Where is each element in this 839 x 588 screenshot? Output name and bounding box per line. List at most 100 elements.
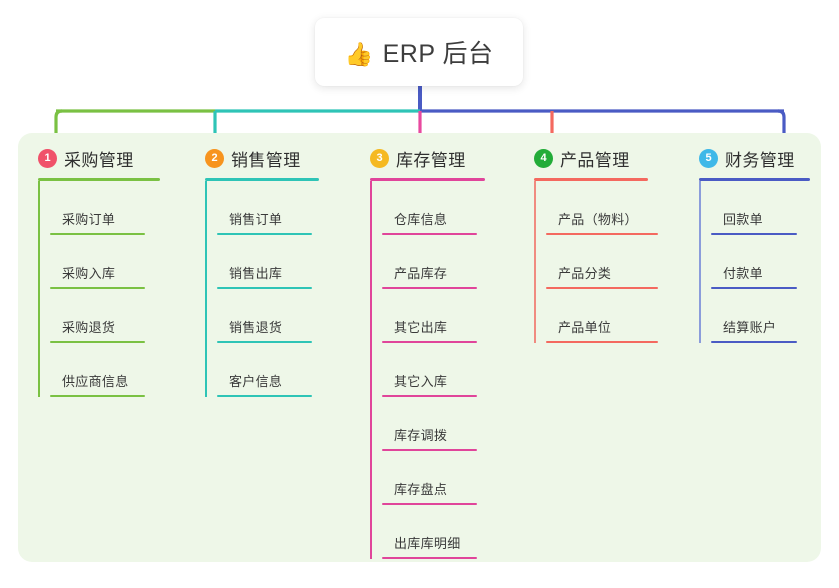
branch-column-4: 4 产品管理产品（物料） 产品分类产品单位 [534, 145, 658, 343]
leaf-item-underline [50, 341, 145, 343]
leaf-item[interactable]: 回款单 [711, 181, 797, 235]
branch-number-badge: 2 [205, 148, 224, 168]
branch-column-3: 3 库存管理仓库信息产品库存其它出库其它入库库存调拨库存盘点出库库明细 [370, 145, 485, 559]
branch-number-badge: 1 [38, 148, 57, 168]
leaf-item-underline [50, 233, 145, 235]
leaf-item[interactable]: 采购订单 [50, 181, 145, 235]
leaf-item[interactable]: 销售退货 [217, 289, 312, 343]
leaf-item-underline [382, 449, 477, 451]
branch-header-3[interactable]: 3 库存管理 [370, 145, 485, 171]
leaf-item-underline [546, 341, 658, 343]
branch-spine [370, 181, 372, 559]
leaf-item-underline [546, 233, 658, 235]
leaf-item[interactable]: 结算账户 [711, 289, 797, 343]
leaf-item-underline [217, 287, 312, 289]
leaf-item[interactable]: 供应商信息 [50, 343, 145, 397]
branch-underline [370, 178, 485, 181]
leaf-item-label: 仓库信息 [394, 212, 448, 227]
leaf-item-label: 产品单位 [558, 320, 612, 335]
leaf-item-label: 付款单 [723, 266, 763, 281]
branch-spine [38, 181, 40, 397]
root-title-text: ERP 后台 [382, 40, 494, 68]
branch-header-4[interactable]: 4 产品管理 [534, 145, 658, 171]
leaf-item-label: 回款单 [723, 212, 763, 227]
branch-title: 销售管理 [231, 150, 301, 170]
leaf-item-underline [711, 287, 797, 289]
leaf-item[interactable]: 付款单 [711, 235, 797, 289]
leaf-item-label: 销售订单 [229, 212, 283, 227]
leaf-item-underline [546, 287, 658, 289]
root-node-label: 👍 ERP 后台 [344, 34, 493, 70]
branch-underline [534, 178, 648, 181]
leaf-item-underline [382, 395, 477, 397]
branch-number-badge: 3 [370, 148, 389, 168]
leaf-item-label: 销售出库 [229, 266, 283, 281]
leaf-item-label: 产品（物料） [558, 212, 638, 227]
branch-title: 产品管理 [560, 150, 630, 170]
leaf-item-underline [711, 341, 797, 343]
branch-spine [205, 181, 207, 397]
branch-header-2[interactable]: 2 销售管理 [205, 145, 319, 171]
leaf-item-label: 销售退货 [229, 320, 283, 335]
leaf-item-underline [711, 233, 797, 235]
branch-column-1: 1 采购管理采购订单采购入库采购退货供应商信息 [38, 145, 160, 397]
leaf-item-underline [50, 395, 145, 397]
branch-leaf-list: 销售订单销售出库销售退货客户信息 [205, 181, 312, 397]
branch-title: 库存管理 [396, 150, 466, 170]
leaf-item-underline [382, 341, 477, 343]
leaf-item-underline [50, 287, 145, 289]
leaf-item-label: 采购入库 [62, 266, 116, 281]
leaf-item[interactable]: 产品（物料） [546, 181, 658, 235]
leaf-item[interactable]: 采购退货 [50, 289, 145, 343]
diagram-panel [18, 133, 821, 562]
leaf-item-label: 出库库明细 [394, 536, 461, 551]
branch-underline [205, 178, 319, 181]
leaf-item-label: 采购订单 [62, 212, 116, 227]
leaf-item-label: 客户信息 [229, 374, 283, 389]
branch-title: 财务管理 [725, 150, 795, 170]
leaf-item[interactable]: 产品分类 [546, 235, 658, 289]
branch-underline [699, 178, 810, 181]
branch-header-1[interactable]: 1 采购管理 [38, 145, 160, 171]
leaf-item[interactable]: 销售订单 [217, 181, 312, 235]
leaf-item[interactable]: 库存调拨 [382, 397, 477, 451]
leaf-item[interactable]: 库存盘点 [382, 451, 477, 505]
leaf-item[interactable]: 采购入库 [50, 235, 145, 289]
leaf-item-underline [382, 503, 477, 505]
leaf-item-label: 其它出库 [394, 320, 448, 335]
leaf-item-label: 产品分类 [558, 266, 612, 281]
leaf-item-underline [217, 341, 312, 343]
leaf-item[interactable]: 其它入库 [382, 343, 477, 397]
leaf-item[interactable]: 仓库信息 [382, 181, 477, 235]
leaf-item-underline [217, 395, 312, 397]
leaf-item-label: 采购退货 [62, 320, 116, 335]
leaf-item[interactable]: 销售出库 [217, 235, 312, 289]
branch-title: 采购管理 [64, 150, 134, 170]
leaf-item-label: 其它入库 [394, 374, 448, 389]
branch-leaf-list: 采购订单采购入库采购退货供应商信息 [38, 181, 145, 397]
leaf-item-label: 库存盘点 [394, 482, 448, 497]
leaf-item-underline [382, 557, 477, 559]
leaf-item-underline [382, 287, 477, 289]
branch-leaf-list: 回款单付款单结算账户 [699, 181, 797, 343]
leaf-item[interactable]: 出库库明细 [382, 505, 477, 559]
branch-spine [534, 181, 536, 343]
leaf-item-underline [217, 233, 312, 235]
leaf-item[interactable]: 产品单位 [546, 289, 658, 343]
leaf-item[interactable]: 产品库存 [382, 235, 477, 289]
leaf-item[interactable]: 客户信息 [217, 343, 312, 397]
leaf-item-label: 产品库存 [394, 266, 448, 281]
leaf-item-label: 结算账户 [723, 320, 777, 335]
branch-leaf-list: 仓库信息产品库存其它出库其它入库库存调拨库存盘点出库库明细 [370, 181, 477, 559]
root-node[interactable]: 👍 ERP 后台 [315, 18, 523, 86]
branch-number-badge: 4 [534, 148, 553, 168]
branch-underline [38, 178, 160, 181]
leaf-item-label: 供应商信息 [62, 374, 129, 389]
thumbs-up-icon: 👍 [344, 41, 374, 67]
leaf-item[interactable]: 其它出库 [382, 289, 477, 343]
leaf-item-underline [382, 233, 477, 235]
branch-spine [699, 181, 701, 343]
leaf-item-label: 库存调拨 [394, 428, 448, 443]
